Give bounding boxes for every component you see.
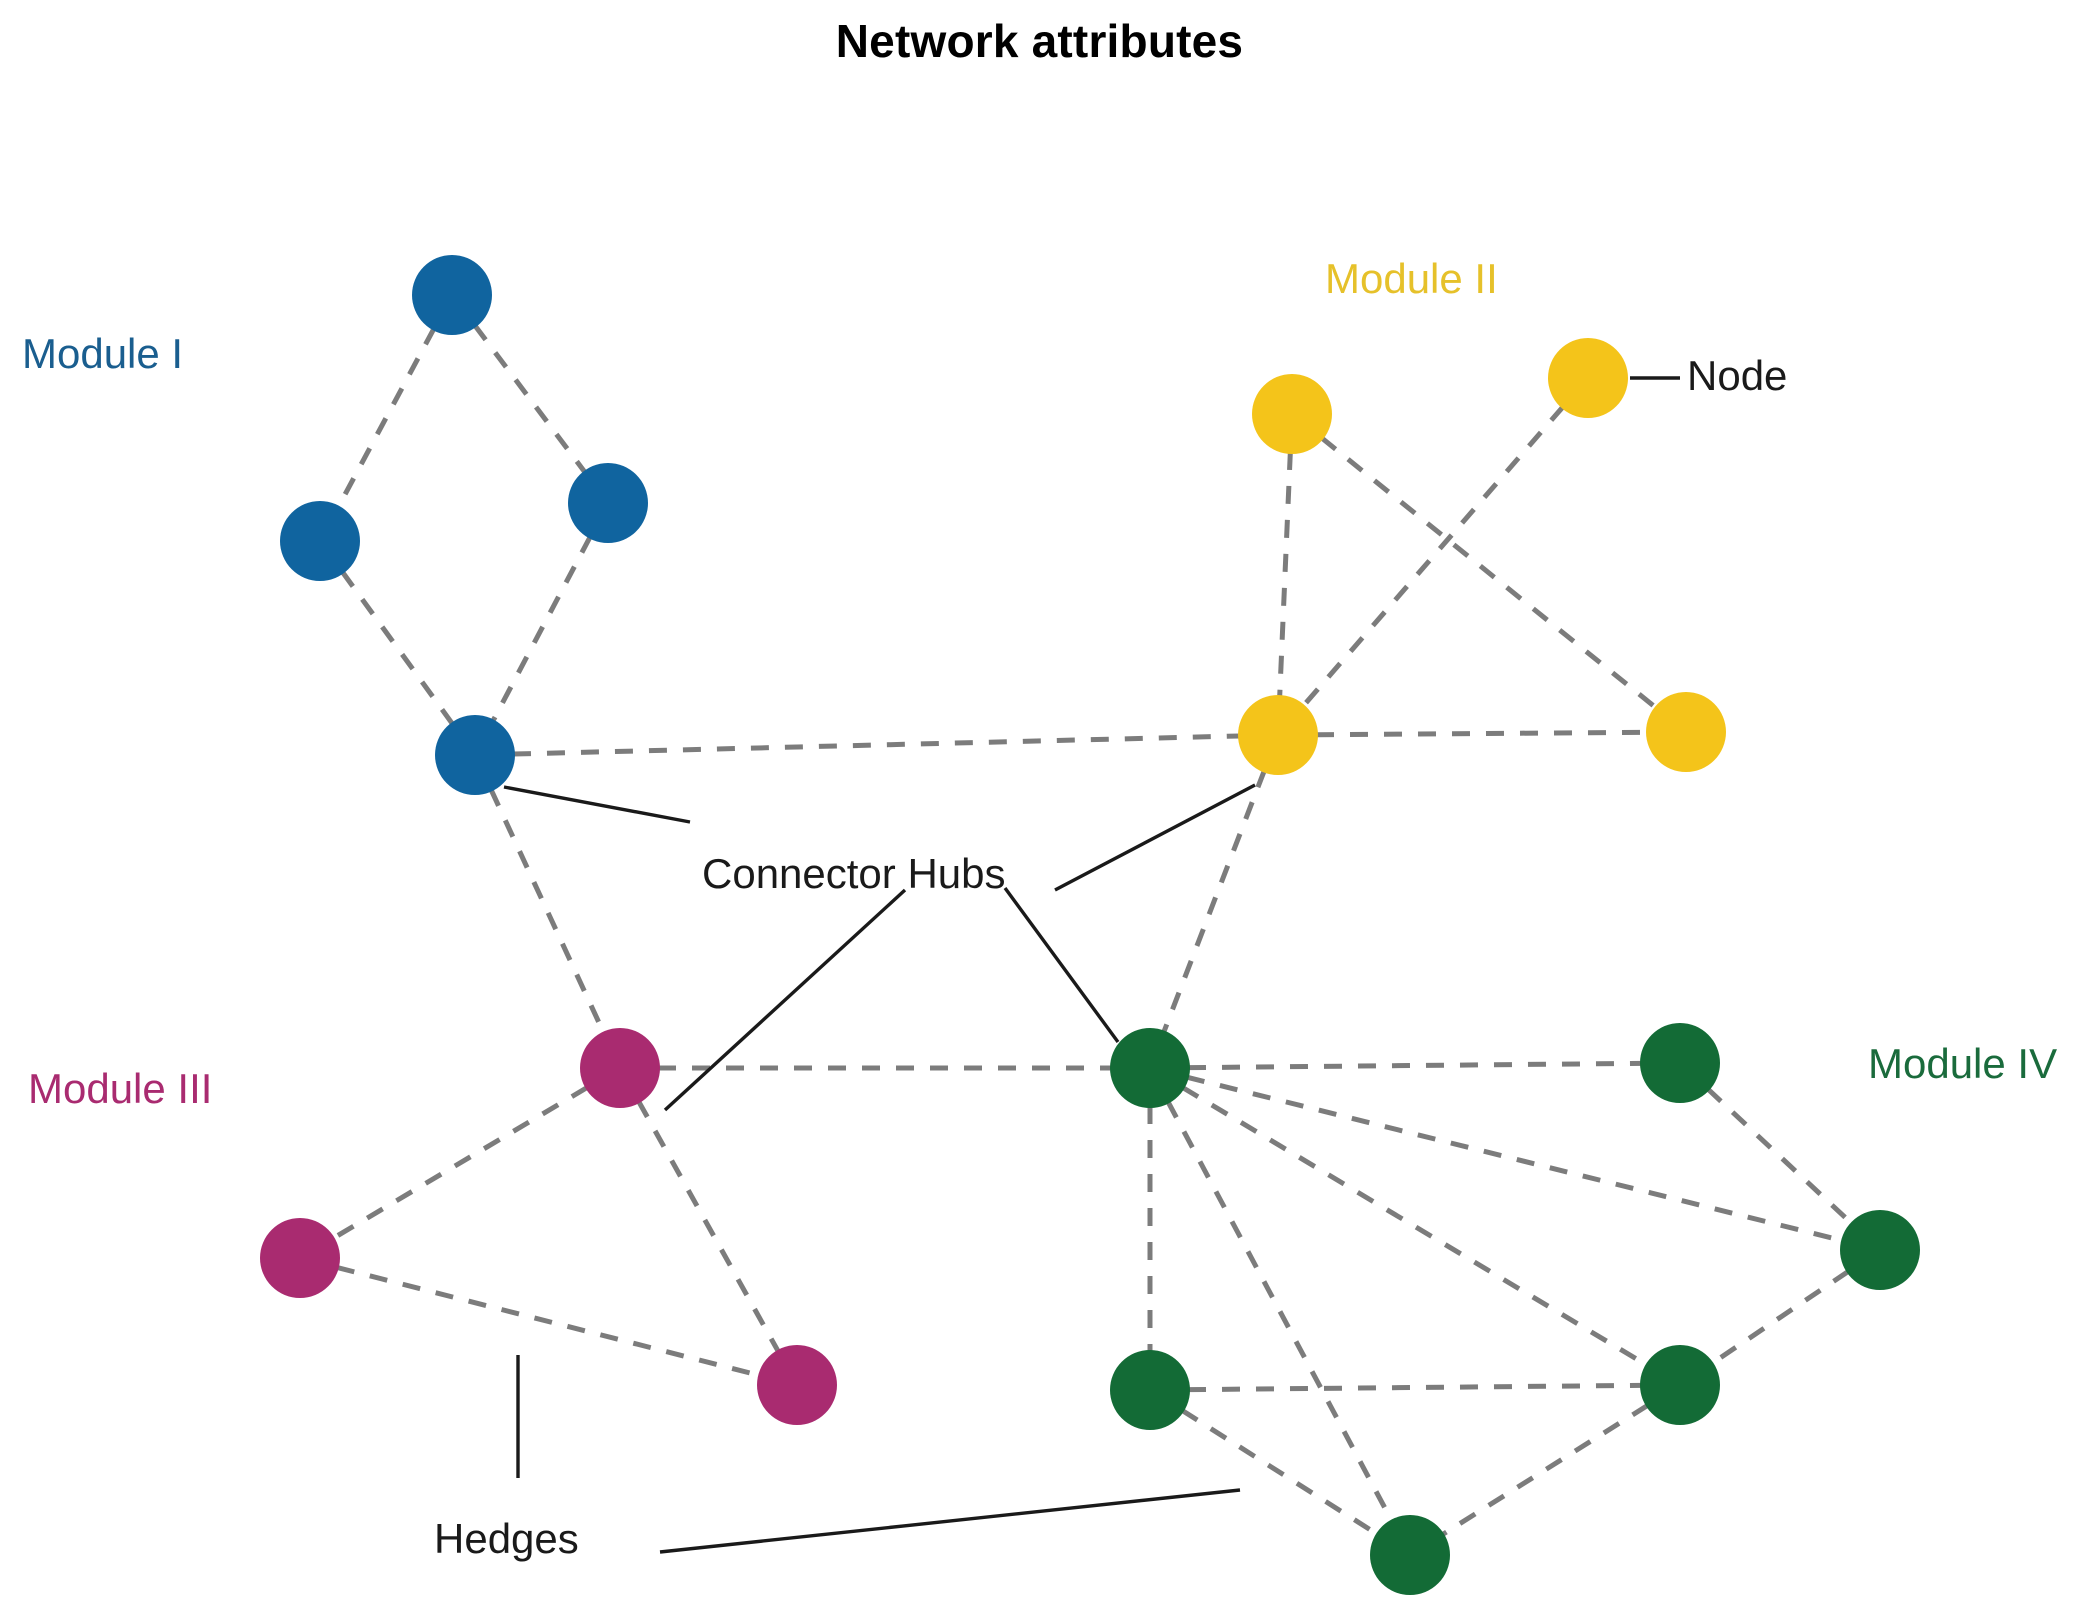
connector-hub-node-g1[interactable] — [1110, 1028, 1190, 1108]
leader-line-connector-hubs-callout-1 — [1054, 783, 1256, 892]
edge-g1-g2 — [1187, 1060, 1643, 1071]
edge-b3-b4 — [490, 535, 593, 723]
module-label-iv: Module IV — [1868, 1040, 2058, 1087]
inter-module-edge-y3-g1 — [1161, 769, 1267, 1034]
network-node-b2[interactable] — [280, 501, 360, 581]
edge-g5-g6 — [1440, 1403, 1650, 1537]
nodes-layer — [260, 255, 1920, 1595]
network-node-g4[interactable] — [1110, 1350, 1190, 1430]
callout-label-node: Node — [1687, 352, 1788, 399]
edge-b2-b4 — [340, 570, 455, 726]
edge-g1-g5 — [1181, 1085, 1649, 1368]
leader-lines-layer — [503, 376, 1680, 1554]
edge-y2-y3 — [1301, 405, 1565, 708]
network-node-m3[interactable] — [757, 1345, 837, 1425]
edge-b1-b2 — [335, 327, 437, 509]
network-node-g5[interactable] — [1640, 1345, 1720, 1425]
leader-line-connector-hubs-callout-3 — [1003, 886, 1120, 1044]
network-node-y2[interactable] — [1548, 338, 1628, 418]
network-node-y4[interactable] — [1646, 692, 1726, 772]
edge-y1-y4 — [1320, 435, 1658, 711]
edge-g3-g5 — [1710, 1269, 1850, 1366]
edge-m2-m3 — [336, 1264, 761, 1379]
edge-y3-y4 — [1315, 729, 1649, 738]
leader-line-connector-hubs-callout-2 — [663, 888, 907, 1112]
network-node-m2[interactable] — [260, 1218, 340, 1298]
callout-label-connector-hubs: Connector Hubs — [702, 850, 1006, 897]
edge-m1-m3 — [636, 1099, 781, 1354]
edges-layer — [331, 323, 1854, 1537]
edge-g2-g3 — [1706, 1087, 1854, 1226]
connector-hub-node-b4[interactable] — [435, 715, 515, 795]
edge-g1-g6 — [1165, 1100, 1395, 1523]
inter-module-edge-b4-y3 — [512, 733, 1241, 757]
module-label-ii: Module II — [1325, 255, 1498, 302]
network-node-b3[interactable] — [568, 463, 648, 543]
callout-label-hedges: Hedges — [434, 1515, 579, 1562]
leader-line-connector-hubs-callout-0 — [503, 785, 691, 824]
network-node-g2[interactable] — [1640, 1023, 1720, 1103]
module-label-iii: Module III — [28, 1065, 213, 1112]
edge-m1-m2 — [331, 1085, 589, 1241]
network-node-b1[interactable] — [412, 255, 492, 335]
edge-g4-g5 — [1187, 1382, 1643, 1393]
network-node-y1[interactable] — [1252, 374, 1332, 454]
leader-line-hedges-callout-1 — [659, 1488, 1241, 1554]
network-node-g6[interactable] — [1370, 1515, 1450, 1595]
edge-b1-b3 — [472, 323, 588, 475]
edge-g1-g3 — [1186, 1074, 1844, 1244]
network-node-g3[interactable] — [1840, 1210, 1920, 1290]
edge-y1-y3 — [1277, 451, 1293, 698]
connector-hub-node-m1[interactable] — [580, 1028, 660, 1108]
module-label-i: Module I — [22, 330, 184, 377]
connector-hub-node-y3[interactable] — [1238, 695, 1318, 775]
inter-module-edge-b4-m1 — [488, 788, 607, 1035]
edge-g4-g6 — [1180, 1408, 1380, 1537]
page-title: Network attributes — [835, 15, 1244, 67]
